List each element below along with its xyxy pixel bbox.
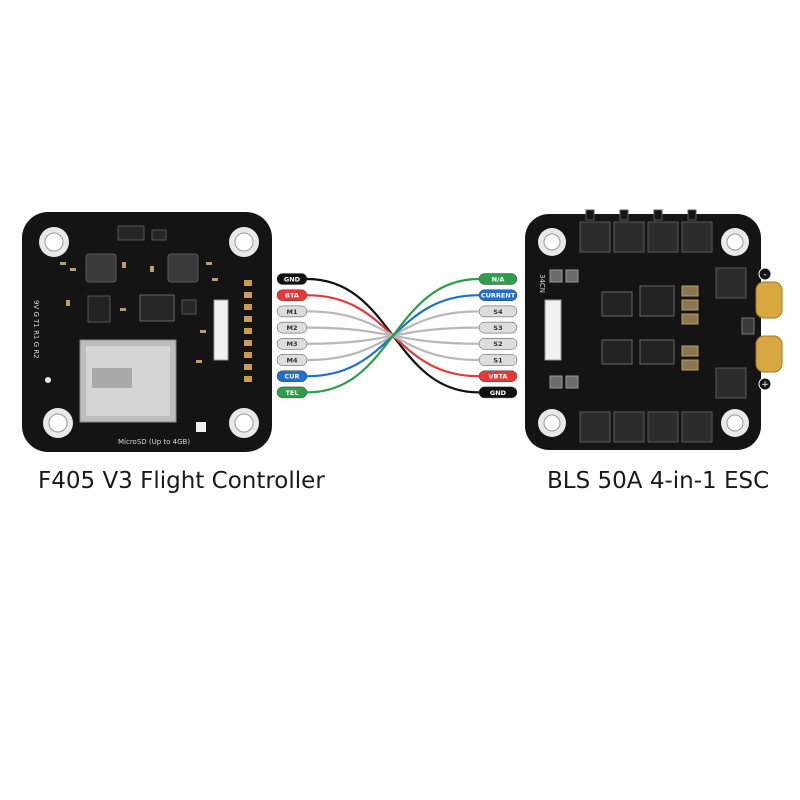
esc-pin-s4-text: S4 — [493, 308, 503, 316]
fc-mount-hole-tr — [229, 227, 259, 257]
fc-pin-gnd-text: GND — [284, 275, 301, 283]
esc-pad-polarity-plus: + — [758, 377, 772, 391]
fc-led — [45, 377, 51, 383]
esc-pin-s1-text: S1 — [493, 356, 503, 364]
wires — [306, 277, 480, 394]
fc-pin-cur-text: CUR — [284, 373, 299, 381]
fc-inductor — [167, 253, 199, 283]
esc-pin-na: N/A — [478, 273, 518, 285]
fc-pin-m4: M4 — [276, 354, 308, 366]
esc-pcb — [525, 214, 761, 450]
esc-capacitors — [681, 285, 699, 371]
esc-mount-hole-tl — [538, 228, 566, 256]
fc-mount-hole-bl — [43, 408, 73, 438]
esc-pin-s3-text: S3 — [493, 324, 502, 332]
fc-button — [196, 422, 206, 432]
esc-pin-s2-text: S2 — [493, 340, 502, 348]
esc-small-fets — [549, 269, 579, 389]
fc-caption: F405 V3 Flight Controller — [38, 468, 325, 494]
esc-pin-current: CURRENT — [478, 289, 518, 301]
esc-mosfets-bottom — [579, 411, 713, 443]
esc-pin-s2: S2 — [478, 338, 518, 350]
fc-pin-m4-text: M4 — [287, 356, 298, 364]
fc-esc-connector — [213, 299, 229, 361]
fc-pin-gnd: GND — [276, 273, 308, 285]
esc-pin-gnd: GND — [478, 386, 518, 399]
svg-text:-: - — [763, 270, 766, 280]
fc-side-pads — [244, 280, 252, 382]
fc-silk-text: 9V G T1 R1 G R2 — [32, 300, 40, 359]
fc-pin-m3-text: M3 — [287, 340, 298, 348]
fc-pin-tel-text: TEL — [285, 389, 298, 397]
esc-pin-na-text: N/A — [492, 275, 505, 283]
fc-pin-cur: CUR — [276, 370, 308, 382]
svg-text:+: + — [761, 380, 769, 390]
esc-caption: BLS 50A 4-in-1 ESC — [547, 468, 770, 494]
fc-pin-tel: TEL — [276, 386, 308, 399]
fc-inductor — [85, 253, 117, 283]
esc-pin-current-text: CURRENT — [481, 292, 516, 300]
esc-mcus — [601, 285, 675, 365]
fc-mount-hole-tl — [39, 227, 69, 257]
esc-signal-connector — [544, 299, 562, 361]
fc-pin-bta-text: BTA — [285, 292, 299, 300]
fc-pin-m2-text: M2 — [287, 324, 298, 332]
flight-controller-board: 9V G T1 R1 G R2 MicroSD (Up to 4GB) GND B… — [22, 212, 308, 452]
esc-mount-hole-bl — [538, 409, 566, 437]
esc-pin-vbta-text: VBTA — [489, 373, 508, 381]
wire-tel — [306, 277, 480, 394]
esc-pad-polarity-minus: - — [758, 267, 772, 281]
fc-pin-m3: M3 — [276, 338, 308, 350]
fc-smd-components — [60, 262, 218, 363]
esc-mosfets-right — [715, 267, 747, 399]
fc-chip — [117, 225, 145, 241]
esc-pin-vbta: VBTA — [478, 370, 518, 382]
fc-pin-m1-text: M1 — [287, 308, 298, 316]
esc-pin-gnd-text: GND — [490, 389, 507, 397]
fc-chip — [87, 295, 111, 323]
microsd-slot-contact — [92, 368, 132, 388]
esc-mount-hole-br — [721, 409, 749, 437]
esc-mosfets-top — [579, 209, 713, 253]
microsd-label: MicroSD (Up to 4GB) — [118, 438, 190, 446]
esc-mount-hole-tr — [721, 228, 749, 256]
fc-mcu — [139, 294, 175, 322]
esc-battery-pads — [741, 281, 783, 373]
fc-pin-m1: M1 — [276, 305, 308, 318]
esc-pin-s3: S3 — [478, 321, 518, 334]
esc-pin-s1: S1 — [478, 354, 518, 366]
fc-chip — [181, 299, 197, 315]
esc-silk-text: 34CN — [538, 274, 546, 293]
fc-chip — [151, 229, 167, 241]
fc-mount-hole-br — [229, 408, 259, 438]
fc-pin-m2: M2 — [276, 321, 308, 334]
fc-pin-bta: BTA — [276, 289, 308, 301]
esc-pin-s4: S4 — [478, 305, 518, 318]
